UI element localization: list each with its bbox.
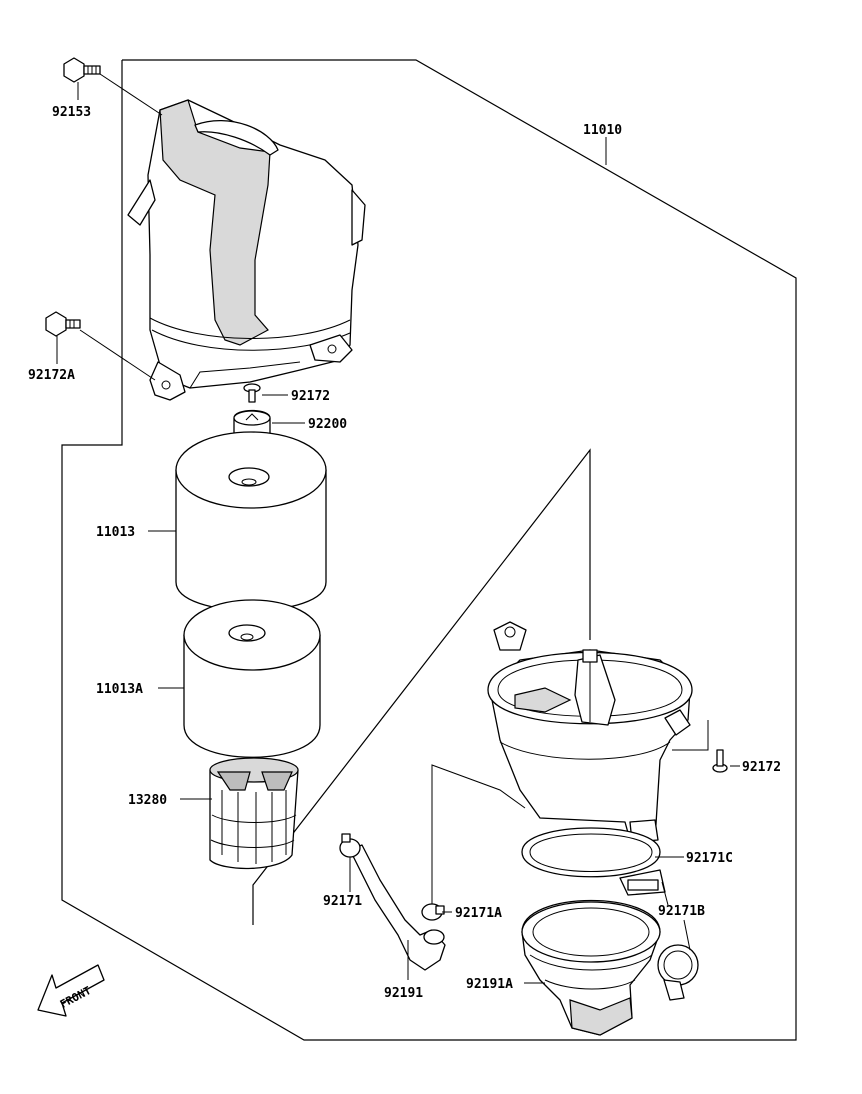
clip-92171 bbox=[339, 833, 361, 858]
label-11013A: 11013A bbox=[96, 682, 143, 697]
clamp-92171C bbox=[521, 827, 666, 896]
label-92200: 92200 bbox=[308, 417, 347, 432]
label-13280: 13280 bbox=[128, 793, 167, 808]
air-cleaner-body bbox=[487, 621, 693, 843]
label-92171C: 92171C bbox=[686, 851, 733, 866]
bolt-92153 bbox=[63, 57, 101, 83]
label-92191A: 92191A bbox=[466, 977, 513, 992]
clip-92171A bbox=[421, 903, 445, 921]
clamp-92171B bbox=[657, 944, 699, 1001]
hose-92191 bbox=[349, 844, 446, 971]
label-92172-top: 92172 bbox=[291, 389, 330, 404]
label-92171A: 92171A bbox=[455, 906, 502, 921]
front-arrow: FRONT bbox=[37, 964, 105, 1017]
label-92191: 92191 bbox=[384, 986, 423, 1001]
bolt-92172A bbox=[45, 311, 81, 337]
screw-92172-right bbox=[712, 749, 728, 773]
assembly-frame bbox=[61, 59, 797, 1041]
label-92172A: 92172A bbox=[28, 368, 75, 383]
label-11013: 11013 bbox=[96, 525, 135, 540]
label-92172-right: 92172 bbox=[742, 760, 781, 775]
filter-element-11013A bbox=[183, 599, 321, 758]
divider-line bbox=[252, 448, 591, 925]
label-92171: 92171 bbox=[323, 894, 362, 909]
housing-cover bbox=[127, 99, 366, 401]
duct-92191A bbox=[521, 899, 661, 1036]
cage-13280 bbox=[209, 757, 299, 870]
leader-lines bbox=[56, 73, 740, 984]
label-92153: 92153 bbox=[52, 105, 91, 120]
label-11010: 11010 bbox=[583, 123, 622, 138]
filter-element-11013 bbox=[175, 431, 327, 612]
screw-92172-top bbox=[243, 383, 261, 403]
label-92171B: 92171B bbox=[658, 904, 705, 919]
